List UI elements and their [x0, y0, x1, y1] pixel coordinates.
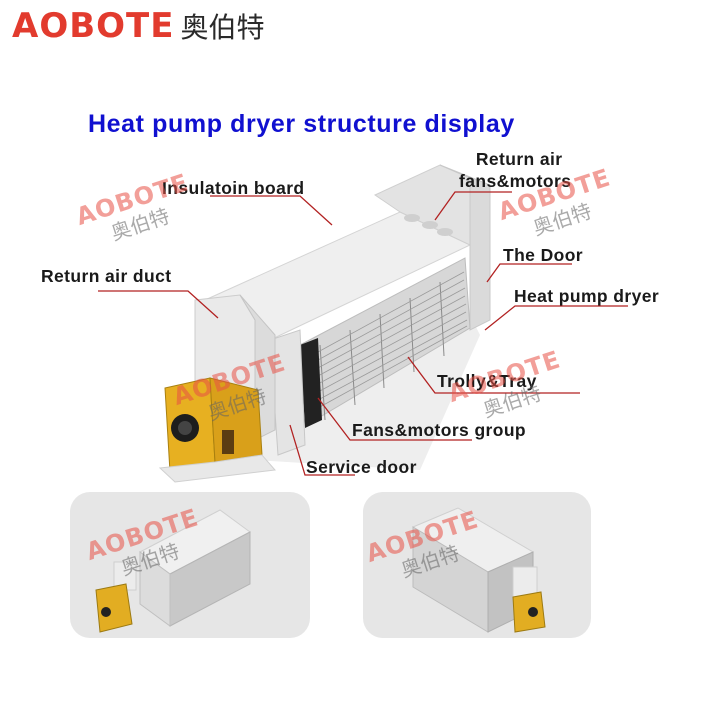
label-return-air-duct: Return air duct — [41, 266, 172, 286]
label-service-door: Service door — [306, 457, 417, 477]
label-return-air-fans: Return air fans&motors — [459, 148, 571, 192]
label-insulation-board: Insulatoin board — [162, 178, 305, 198]
label-return-air-fans-line1: Return air — [475, 149, 563, 169]
label-heat-pump-dryer: Heat pump dryer — [514, 286, 660, 306]
dryer-thumbnail-right-image — [411, 507, 546, 633]
thumbnail-dryer-view-left: AOBOTE 奥伯特 — [70, 492, 310, 638]
label-return-air-fans-line2: fans&motors — [459, 171, 572, 191]
label-fans-motors-group: Fans&motors group — [352, 420, 527, 440]
brand-name-en: AOBOTE — [12, 6, 175, 46]
dryer-thumbnail-left-image — [95, 509, 251, 633]
label-the-door: The Door — [503, 245, 584, 265]
thumbnail-dryer-view-right: AOBOTE 奥伯特 — [363, 492, 591, 638]
label-trolly-tray: Trolly&Tray — [437, 371, 537, 391]
brand-name-cn: 奥伯特 — [180, 11, 265, 44]
diagram-title: Heat pump dryer structure display — [88, 110, 515, 138]
brand-logo: AOBOTE 奥伯特 — [12, 4, 264, 48]
